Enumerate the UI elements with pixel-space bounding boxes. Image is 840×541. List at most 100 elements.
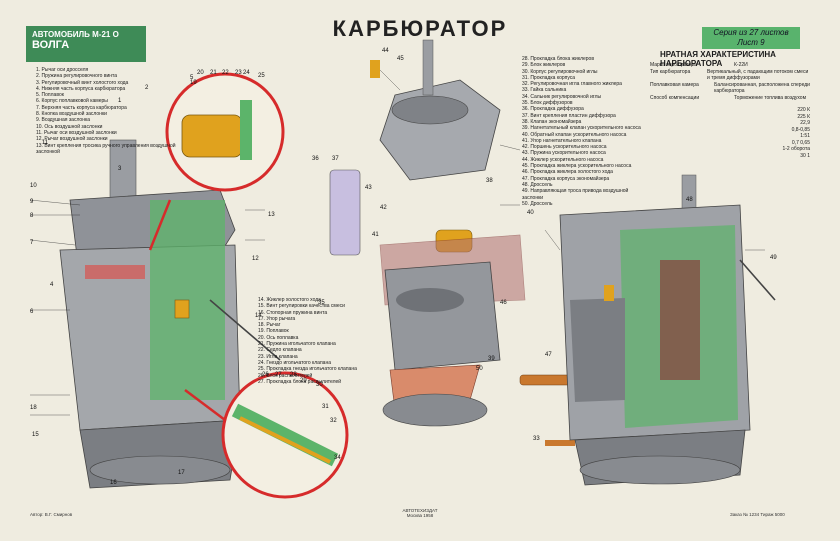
legend-item: 45. Прокладка жиклера ускорительного нас… (522, 163, 632, 170)
callout-number: 30 (316, 382, 323, 388)
callout-number: 11 (42, 140, 49, 146)
callout-number: 49 (770, 255, 777, 261)
series-line2: Лист 9 (737, 38, 765, 47)
callout-number: 46 (500, 300, 507, 306)
callout-number: 28 (290, 372, 297, 378)
callout-number: 1 (118, 98, 122, 104)
legend-item: 30. Корпус регулировочной иглы (522, 68, 598, 75)
legend-item: 48. Дроссель (522, 181, 553, 188)
leader-lines (29, 69, 765, 416)
legend-item: 38. Клапан экономайзера (522, 118, 582, 125)
legend-item: 43. Пружина ускорительного насоса (522, 150, 606, 157)
callout-number: 19 (190, 80, 197, 86)
callout-number: 26 (262, 372, 269, 378)
footer-right: Заказ № 1234 Тираж 5000 (730, 512, 785, 517)
legend-item: 23. Игла клапана (258, 353, 298, 360)
callout-number: 39 (488, 356, 495, 362)
footer-center: АВТОТЕХИЗДАТ Москва 1958 (360, 508, 480, 518)
legend-item: 42. Поршень ускорительного насоса (522, 144, 607, 151)
brand-line2: ВОЛГА (32, 39, 70, 51)
footer-center-line1: АВТОТЕХИЗДАТ (402, 508, 438, 513)
legend-item: 46. Прокладка жиклера холостого хода (522, 169, 613, 176)
spec-key: Поплавковая камера (650, 81, 699, 88)
legend-item: 12. Рычаг воздушной заслонки (36, 136, 108, 143)
spec-title: НРАТНАЯ ХАРАКТЕРИСТИНА НАРБЮРАТОРА (660, 50, 776, 68)
legend-item: 44. Жиклер ускорительного насоса (522, 156, 604, 163)
legend-item: 15. Винт регулировки качества смеси (258, 303, 345, 310)
legend-item: 25. Прокладка гнезда игольчатого клапана (258, 366, 357, 373)
legend-item: 35. Блок диффузоров (522, 100, 573, 107)
callout-number: 9 (30, 199, 34, 205)
legend-item: 24. Гнездо игольчатого клапана (258, 359, 331, 366)
callout-number: 33 (533, 436, 540, 442)
legend-item: 21. Пружина игольчатого клапана (258, 341, 336, 348)
spec-value-item: 220 К (797, 107, 810, 113)
legend-item: 47. Прокладка корпуса экономайзера (522, 175, 610, 182)
legend-item: 3. Регулировочный винт холостого хода (36, 79, 129, 86)
spec-value-item: 1:51 (800, 133, 810, 139)
callout-number: 3 (118, 166, 122, 172)
callout-number: 35 (318, 300, 325, 306)
page-title: КАРБЮРАТОР (332, 16, 508, 41)
callout-number: 41 (372, 232, 379, 238)
callout-number: 43 (365, 185, 372, 191)
spec-value-item: 0,8-0,85 (791, 126, 810, 133)
legend-item: 32. Регулировочная игла главного жиклера (522, 81, 622, 88)
legend-item: 16. Стопорная пружина винта (258, 309, 328, 316)
legend-item: 4. Нижняя часть корпуса карбюратора (36, 85, 126, 92)
left-carburetor-cutaway (59, 139, 281, 489)
callout-number: 16 (110, 480, 117, 486)
legend-item: 39. Нагнетательный клапан ускорительного… (522, 125, 641, 132)
callout-number: 50 (476, 366, 483, 372)
legend-item: 20. Ось поплавка (258, 334, 299, 341)
callout-number: 29 (300, 378, 307, 384)
spec-value-item: 0,7 0,65 (791, 139, 810, 146)
spec-row: Марка карбюратора К-22И (650, 62, 810, 69)
legend-item: 6. Корпус поплавковой камеры (36, 98, 108, 105)
callout-number: 17 (178, 470, 185, 476)
spec-key: Марка карбюратора (650, 62, 697, 68)
callout-number: 4 (50, 282, 54, 288)
callout-number: 45 (397, 56, 404, 62)
legend-item: 11. Рычаг оси воздушной заслонки (36, 129, 117, 136)
legend-item: 31. Прокладка корпуса (522, 74, 576, 81)
legend-item: 5. Поплавок (36, 92, 64, 99)
spec-value-item: 30 1 (800, 152, 810, 159)
legend-item: 9. Воздушная заслонка (36, 117, 91, 124)
legend-item: 49. Направляющая троса привода воздушной… (522, 188, 629, 201)
callout-number: 40 (527, 210, 534, 216)
legend-item: 36. Прокладка диффузора (522, 106, 584, 113)
callout-number: 12 (252, 256, 259, 262)
callout-number: 37 (332, 156, 339, 162)
legend-item: 18. Рычаг (258, 322, 281, 329)
legend-item: 13. Винт крепления тросика ручного управ… (36, 142, 176, 155)
footer-center-line2: Москва 1958 (406, 513, 434, 518)
legend-item: 14. Жиклер холостого хода (258, 297, 321, 303)
legend-item: 29. Блок жиклеров (522, 62, 566, 69)
callout-number: 44 (382, 48, 389, 54)
brand-line1: АВТОМОБИЛЬ М-21 О (32, 30, 119, 39)
legend-item: 33. Гайка сальника (522, 87, 567, 94)
callout-number: 23 (235, 70, 242, 76)
legend-item: 8. Кнопка воздушной заслонки (36, 111, 107, 118)
callout-number: 7 (30, 240, 34, 246)
legend-item: 37. Винт крепления пластин диффузора (522, 112, 616, 119)
callout-number: 34 (334, 455, 341, 461)
footer-left: Автор: В.Г. Смирнов (30, 512, 73, 517)
spec-key: Тип карбюратора (650, 68, 691, 75)
legend-item: 28. Прокладка блока жиклеров (522, 56, 594, 62)
callout-number: 42 (380, 205, 387, 211)
spec-value-item: 22,9 (800, 120, 810, 126)
legend-item: 1. Рычаг оси дросселя (36, 67, 89, 73)
spec-value: К-22И (734, 62, 748, 68)
callout-number: 10 (30, 183, 37, 189)
legend-item: 17. Упор рычага (258, 315, 296, 322)
callout-number: 36 (312, 156, 319, 162)
center-exploded-view (329, 39, 575, 446)
legend-item: 22. Седло клапана (258, 347, 302, 354)
callout-number: 24 (243, 70, 250, 76)
